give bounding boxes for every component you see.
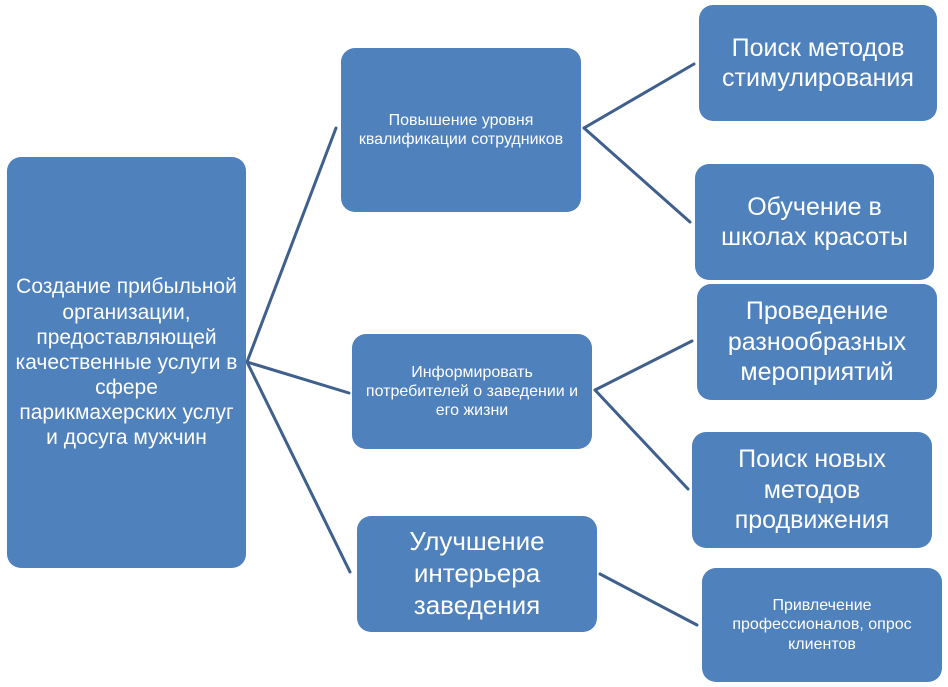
connector-root-to-branch-1 [245,126,338,364]
branch-node-label: Информировать потребителей о заведении и… [365,363,579,420]
connector-branch-1-to-leaf-2 [582,126,692,224]
leaf-node-label: Привлечение профессионалов, опрос клиент… [732,597,912,653]
leaf-node-various-events: Проведение разнообразных мероприятий [697,284,937,400]
branch-node-interior: Улучшение интерьера заведения [357,516,597,632]
leaf-node-beauty-school-training: Обучение в школах красоты [695,164,934,280]
branch-node-label: Повышение уровня квалификации сотруднико… [358,111,564,148]
branch-node-label: Улучшение интерьера заведения [409,526,545,620]
leaf-node-label: Поиск новых методов продвижения [734,445,890,535]
leaf-node-professionals-survey: Привлечение профессионалов, опрос клиент… [702,568,942,682]
connector-branch-2-to-leaf-4 [593,388,690,491]
root-node-label: Создание прибыльной организации, предост… [15,275,238,450]
connector-root-to-branch-2 [245,360,351,395]
leaf-node-label: Проведение разнообразных мероприятий [727,297,907,387]
branch-node-inform-customers: Информировать потребителей о заведении и… [352,334,592,449]
leaf-node-label: Поиск методов стимулирования [722,33,914,93]
connector-branch-1-to-leaf-1 [582,62,696,130]
leaf-node-stimulation-methods: Поиск методов стимулирования [699,5,937,121]
root-node: Создание прибыльной организации, предост… [7,157,246,568]
connector-root-to-branch-3 [245,360,352,574]
branch-node-qualification: Повышение уровня квалификации сотруднико… [341,48,581,212]
connector-branch-3-to-leaf-5 [598,572,699,627]
leaf-node-new-promotion-methods: Поиск новых методов продвижения [692,432,932,548]
connector-branch-2-to-leaf-3 [593,339,694,392]
leaf-node-label: Обучение в школах красоты [721,192,908,252]
